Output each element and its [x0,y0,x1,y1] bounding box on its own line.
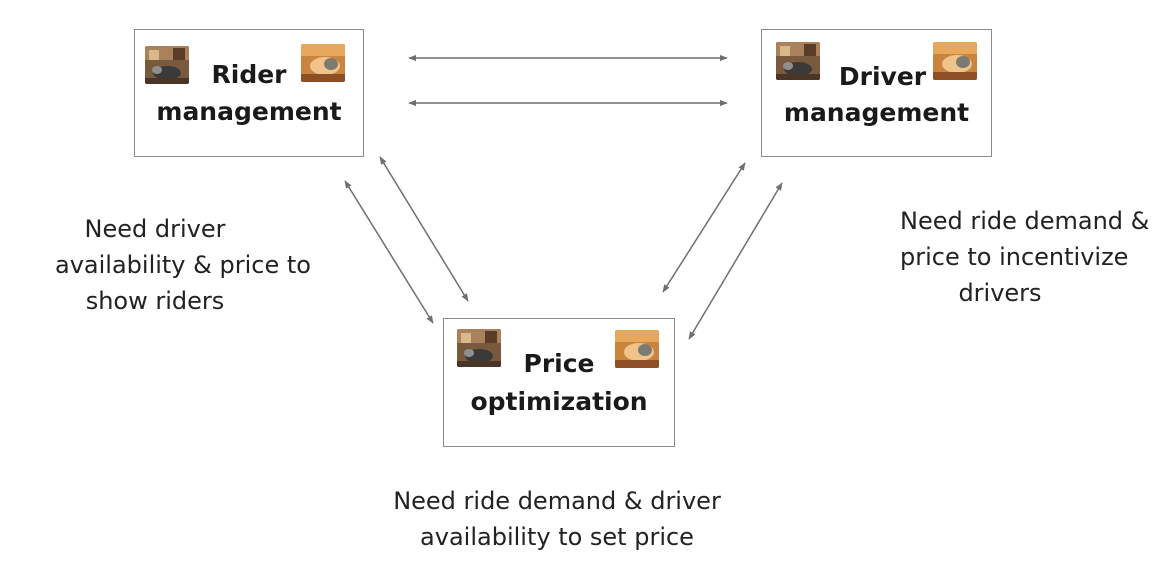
price-optimization-title-line2: optimization [470,387,648,416]
price-needs-line2: availability to set price [420,523,694,551]
rider-management-node: Rider management [134,29,364,157]
cat-photo-icon [457,329,501,367]
rider-needs-line1: Need driver [84,215,226,243]
driver-management-node: Driver management [761,29,992,157]
rider-needs-line3: show riders [85,287,225,315]
driver-needs-line1: Need ride demand & [900,207,1150,235]
driver-needs-line2: price to incentivize [900,243,1129,271]
price-optimization-node: Price optimization [443,318,675,447]
driver-needs-line3: drivers [958,279,1042,307]
rider-management-title-line1: Rider [211,60,287,89]
arrow-driver-price-outer [688,182,783,340]
rider-needs-note: Need driver availability & price to show… [55,211,311,319]
arrow-rider-price-outer [344,180,434,324]
rider-needs-line2: availability & price to [55,251,311,279]
price-needs-line1: Need ride demand & driver [393,487,721,515]
rider-management-title-line2: management [156,97,342,126]
price-optimization-title-line1: Price [523,349,595,378]
driver-management-title-line2: management [783,98,970,127]
cat-on-couch-photo-icon [301,44,345,82]
cat-photo-icon [145,46,189,84]
arrow-rider-price-inner [379,156,469,302]
arrow-driver-price-inner [662,162,746,293]
driver-needs-note: Need ride demand & price to incentivize … [900,203,1150,311]
driver-management-title-line1: Driver [838,62,927,91]
price-needs-note: Need ride demand & driver availability t… [357,483,757,555]
cat-on-couch-photo-icon [615,330,659,368]
cat-photo-icon [776,42,820,80]
cat-on-couch-photo-icon [933,42,977,80]
